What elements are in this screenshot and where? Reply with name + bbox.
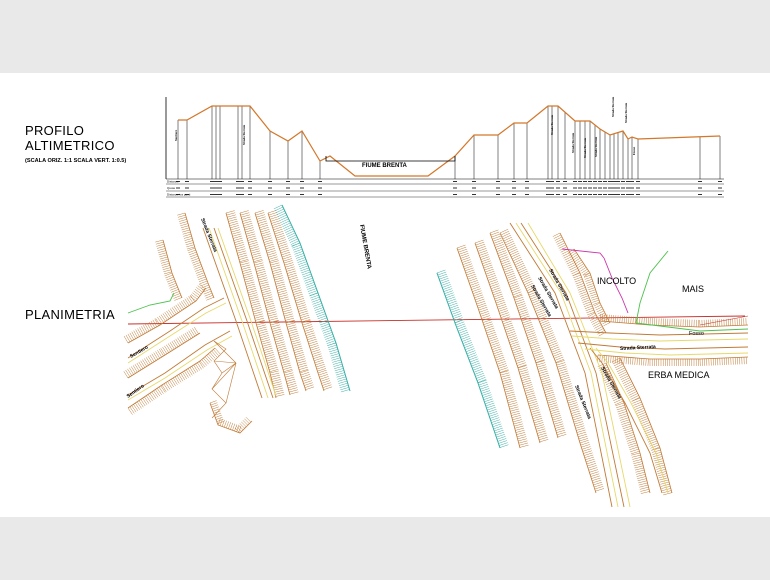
- left-roads: [127, 227, 277, 401]
- profile-scale-note: (SCALA ORIZ. 1:1 SCALA VERT. 1:0.5): [25, 158, 127, 164]
- hatched-slope: [552, 232, 607, 337]
- hatched-slope: [123, 283, 207, 344]
- field-border-red: [699, 315, 749, 326]
- hatched-slope: [267, 210, 333, 392]
- hatched-slope: [127, 347, 221, 415]
- right-roads: [509, 222, 749, 508]
- hatched-slope: [155, 239, 183, 301]
- hatched-slope: [177, 212, 215, 301]
- station-label: Strada Sterrata: [550, 115, 554, 135]
- planimetry: FIUME BRENTA: [123, 204, 749, 508]
- station-label: Strada Sterrata: [571, 133, 575, 153]
- station-lines: [177, 106, 721, 179]
- station-label: Fosso: [632, 146, 636, 155]
- field-label-erba-medica: ERBA MEDICA: [648, 370, 710, 380]
- hatched-slope: [436, 269, 509, 449]
- road-label-strada-sterrata: Strada Sterrata: [573, 385, 592, 421]
- field-label-fosso: Fosso: [689, 331, 704, 337]
- hatched-slope: [599, 314, 749, 328]
- profile-title-line1: PROFILO: [25, 123, 85, 138]
- hatched-slope: [611, 357, 673, 496]
- section-line: [127, 315, 746, 325]
- hatched-slope: [489, 229, 567, 439]
- hatched-slope: [209, 400, 253, 434]
- hatched-slope: [597, 362, 651, 494]
- embankment-hatching: [123, 204, 749, 496]
- ground-profile-line: [178, 105, 721, 177]
- profile-title-line2: ALTIMETRICO: [25, 138, 115, 153]
- cad-drawing: Distanze Quote Distanze tra punti FIUME …: [123, 97, 749, 508]
- road-label-strada-sterrata: Strada Sterrata: [599, 366, 622, 400]
- plan-river-label: FIUME BRENTA: [358, 224, 372, 270]
- station-label: Strada Sterrata: [242, 125, 246, 145]
- row-label-quote: Quote: [167, 186, 176, 190]
- incolto-border: [561, 248, 605, 259]
- plan-title: PLANIMETRIA: [25, 307, 115, 322]
- left-river-bank: [281, 204, 351, 392]
- altimetric-profile: Distanze Quote Distanze tra punti FIUME …: [165, 97, 724, 198]
- road-label-strada-sterrata: Strada Sterrata: [620, 344, 656, 352]
- hatched-slope: [568, 248, 611, 327]
- incolto-border-east: [603, 257, 629, 314]
- station-label: Strada Sterrata: [611, 97, 615, 117]
- hatched-slope: [597, 354, 749, 367]
- mais-border: [635, 250, 669, 324]
- hatched-slope: [225, 210, 285, 399]
- station-label: Strada Sterrata: [594, 137, 598, 157]
- hatched-slope: [254, 210, 315, 392]
- drawing-sheet: PROFILO ALTIMETRICO (SCALA ORIZ. 1:1 SCA…: [0, 73, 770, 517]
- station-label: Strada Sterrata: [624, 103, 628, 123]
- station-label: Sentiero: [174, 130, 178, 141]
- row-label-distanze: Distanze: [167, 180, 179, 184]
- profile-river-label: FIUME BRENTA: [362, 163, 408, 169]
- right-river-bank: [436, 272, 501, 449]
- hatched-slope: [123, 327, 201, 379]
- data-strip-values: [176, 181, 722, 195]
- hatched-slope: [499, 228, 605, 494]
- road-label-strada-sterrata: Strada Sterrata: [199, 218, 218, 254]
- field-label-incolto: INCOLTO: [597, 276, 636, 286]
- hatched-slope: [273, 204, 351, 393]
- field-label-mais: MAIS: [682, 284, 704, 294]
- station-label: Strada Sterrata: [583, 138, 587, 158]
- hatched-slope: [474, 239, 549, 444]
- junction-fan: [211, 340, 237, 419]
- fosso-line: [635, 322, 749, 332]
- hatched-slope: [239, 210, 299, 396]
- hatched-slope: [456, 244, 529, 449]
- river-section-box: [325, 156, 456, 162]
